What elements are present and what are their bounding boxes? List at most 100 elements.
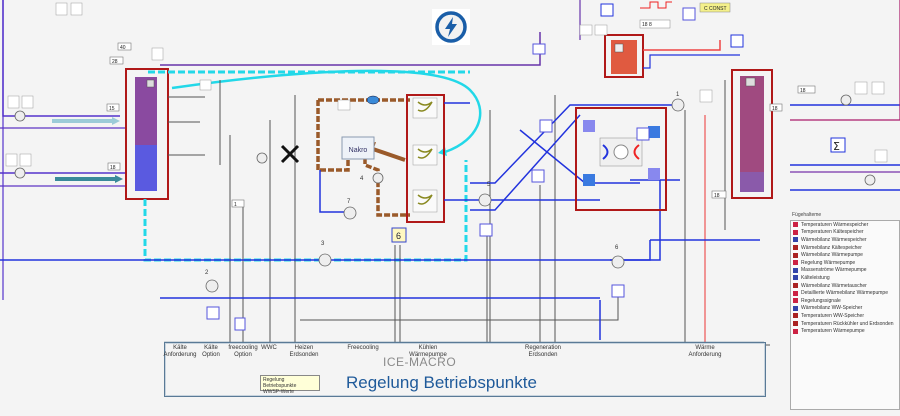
plot-icon xyxy=(793,252,798,258)
value-box-text: 18 xyxy=(800,88,806,94)
legend-item-label: Wärmebilanz Wärmespeicher xyxy=(801,236,867,243)
legend-item-label: Temperaturen Kältespeicher xyxy=(801,229,864,236)
value-box-text: 28 xyxy=(112,59,118,65)
compressor-block[interactable] xyxy=(341,136,375,160)
plot-icon xyxy=(793,298,798,304)
legend-title: Fügehalteme xyxy=(792,212,822,218)
pump-number: 5 xyxy=(487,182,491,188)
signal-lines xyxy=(168,80,770,346)
input-label: Freecooling xyxy=(347,345,379,351)
legend-item[interactable]: Wärmebilanz Wärmespeicher xyxy=(791,236,899,244)
input-label: Option xyxy=(234,352,252,358)
macro-label: ICE-MACRO xyxy=(383,355,457,369)
legend-item[interactable]: Wärmebilanz Wärmetauscher xyxy=(791,282,899,290)
legend-item-label: Regelungssignale xyxy=(801,297,841,304)
plot-icon xyxy=(793,260,798,266)
legend-item[interactable]: Temperaturen Wärmepumpe xyxy=(791,327,899,335)
flow-arrows xyxy=(52,117,123,183)
input-label: Regeneration xyxy=(524,345,562,351)
plot-icon xyxy=(793,222,798,228)
input-label: Wärme xyxy=(695,345,715,351)
legend-item-label: Wärmebilanz Wärmetauscher xyxy=(801,282,867,289)
top-pipe xyxy=(160,32,541,66)
hot-storage-tank[interactable] xyxy=(731,69,773,199)
input-wwc[interactable]: WWC xyxy=(259,345,279,352)
control-block-title: Regelung Betriebspunkte xyxy=(346,373,537,392)
plot-icon xyxy=(793,328,798,334)
parameter-line-2: WWSP-Werte xyxy=(263,389,295,395)
legend-item[interactable]: Temperaturen Kältespeicher xyxy=(791,229,899,237)
value-box-text: 18 xyxy=(714,193,720,199)
legend-item-label: Wärmebilanz Wärmepumpe xyxy=(801,252,863,259)
value-boxes xyxy=(106,42,816,208)
value-box-text: 18 xyxy=(110,165,116,171)
left-pipes xyxy=(0,0,125,300)
cold-storage-tank[interactable] xyxy=(125,68,169,200)
lightning-icon[interactable] xyxy=(432,9,470,45)
legend-item[interactable]: Temperaturen Wärmespeicher xyxy=(791,221,899,229)
legend-item[interactable]: Wärmebilanz Wärmepumpe xyxy=(791,251,899,259)
legend-item-label: Regelung Wärmepumpe xyxy=(801,259,856,266)
sum-blocks[interactable] xyxy=(600,3,846,153)
valve-6[interactable] xyxy=(391,227,407,243)
value-yellow: C CONST xyxy=(704,6,727,12)
value-box-text: 15 xyxy=(109,106,115,112)
input-label: Erdsonden xyxy=(289,352,319,358)
legend-item[interactable]: Temperaturen Rückkühler und Erdsonden xyxy=(791,320,899,328)
input-freecooling[interactable]: Freecooling xyxy=(343,345,383,352)
pump-number: 1 xyxy=(676,92,680,98)
sensor-icons xyxy=(5,2,888,167)
legend-item[interactable]: Regelung Wärmepumpe xyxy=(791,259,899,267)
legend-item-label: Kälteleistung xyxy=(801,274,830,281)
legend-item[interactable]: Regelungssignale xyxy=(791,297,899,305)
nakro-label: Nakro xyxy=(349,147,368,154)
heat-exchanger-group[interactable] xyxy=(406,94,445,223)
cyan-return xyxy=(171,69,482,154)
plot-icon xyxy=(793,245,798,251)
legend-item-label: Temperaturen WW-Speicher xyxy=(801,312,864,319)
legend-item[interactable]: Wärmebilanz WW-Speicher xyxy=(791,305,899,313)
input-label: Kälte xyxy=(173,345,187,351)
mixer-blocks[interactable] xyxy=(206,7,696,331)
plot-icon xyxy=(793,290,798,296)
plot-icon xyxy=(793,275,798,281)
plot-icon xyxy=(793,267,798,273)
parameter-box[interactable]: Regelung Betriebspunkte WWSP-Werte xyxy=(260,375,320,395)
input-label: Wärmepumpe xyxy=(409,352,447,358)
legend-item-label: Wärmebilanz Kältespeicher xyxy=(801,244,862,251)
sum-icon: Σ xyxy=(833,140,840,153)
input-label: Kälte xyxy=(204,345,218,351)
input-label: Kühlen xyxy=(418,345,438,351)
input-label: WWC xyxy=(261,345,277,351)
dhw-storage[interactable] xyxy=(604,34,644,78)
heat-pump-unit[interactable] xyxy=(575,107,667,211)
legend-item[interactable]: Massenströme Wärmepumpe xyxy=(791,267,899,275)
input-label: Option xyxy=(202,352,220,358)
pump-number: 2 xyxy=(205,270,209,276)
plot-icon xyxy=(793,283,798,289)
legend-item[interactable]: Temperaturen WW-Speicher xyxy=(791,312,899,320)
heat-pump-circuit xyxy=(316,98,410,217)
legend-item[interactable]: Detaillierte Wärmebilanz Wärmepumpe xyxy=(791,289,899,297)
pump-number: 4 xyxy=(360,176,364,182)
input-label: Anforderung xyxy=(688,352,722,358)
blue-pipes xyxy=(0,102,900,340)
legend-item-label: Temperaturen Wärmepumpe xyxy=(801,328,865,335)
legend-item[interactable]: Kälteleistung xyxy=(791,274,899,282)
legend-item[interactable]: Wärmebilanz Kältespeicher xyxy=(791,244,899,252)
plot-icon xyxy=(793,305,798,311)
legend-item-label: Temperaturen Wärmespeicher xyxy=(801,221,869,228)
pump-number: 7 xyxy=(347,199,351,205)
value-box-text: 1 xyxy=(234,202,237,208)
pump-number: 3 xyxy=(321,241,325,247)
pumps[interactable] xyxy=(14,94,876,293)
